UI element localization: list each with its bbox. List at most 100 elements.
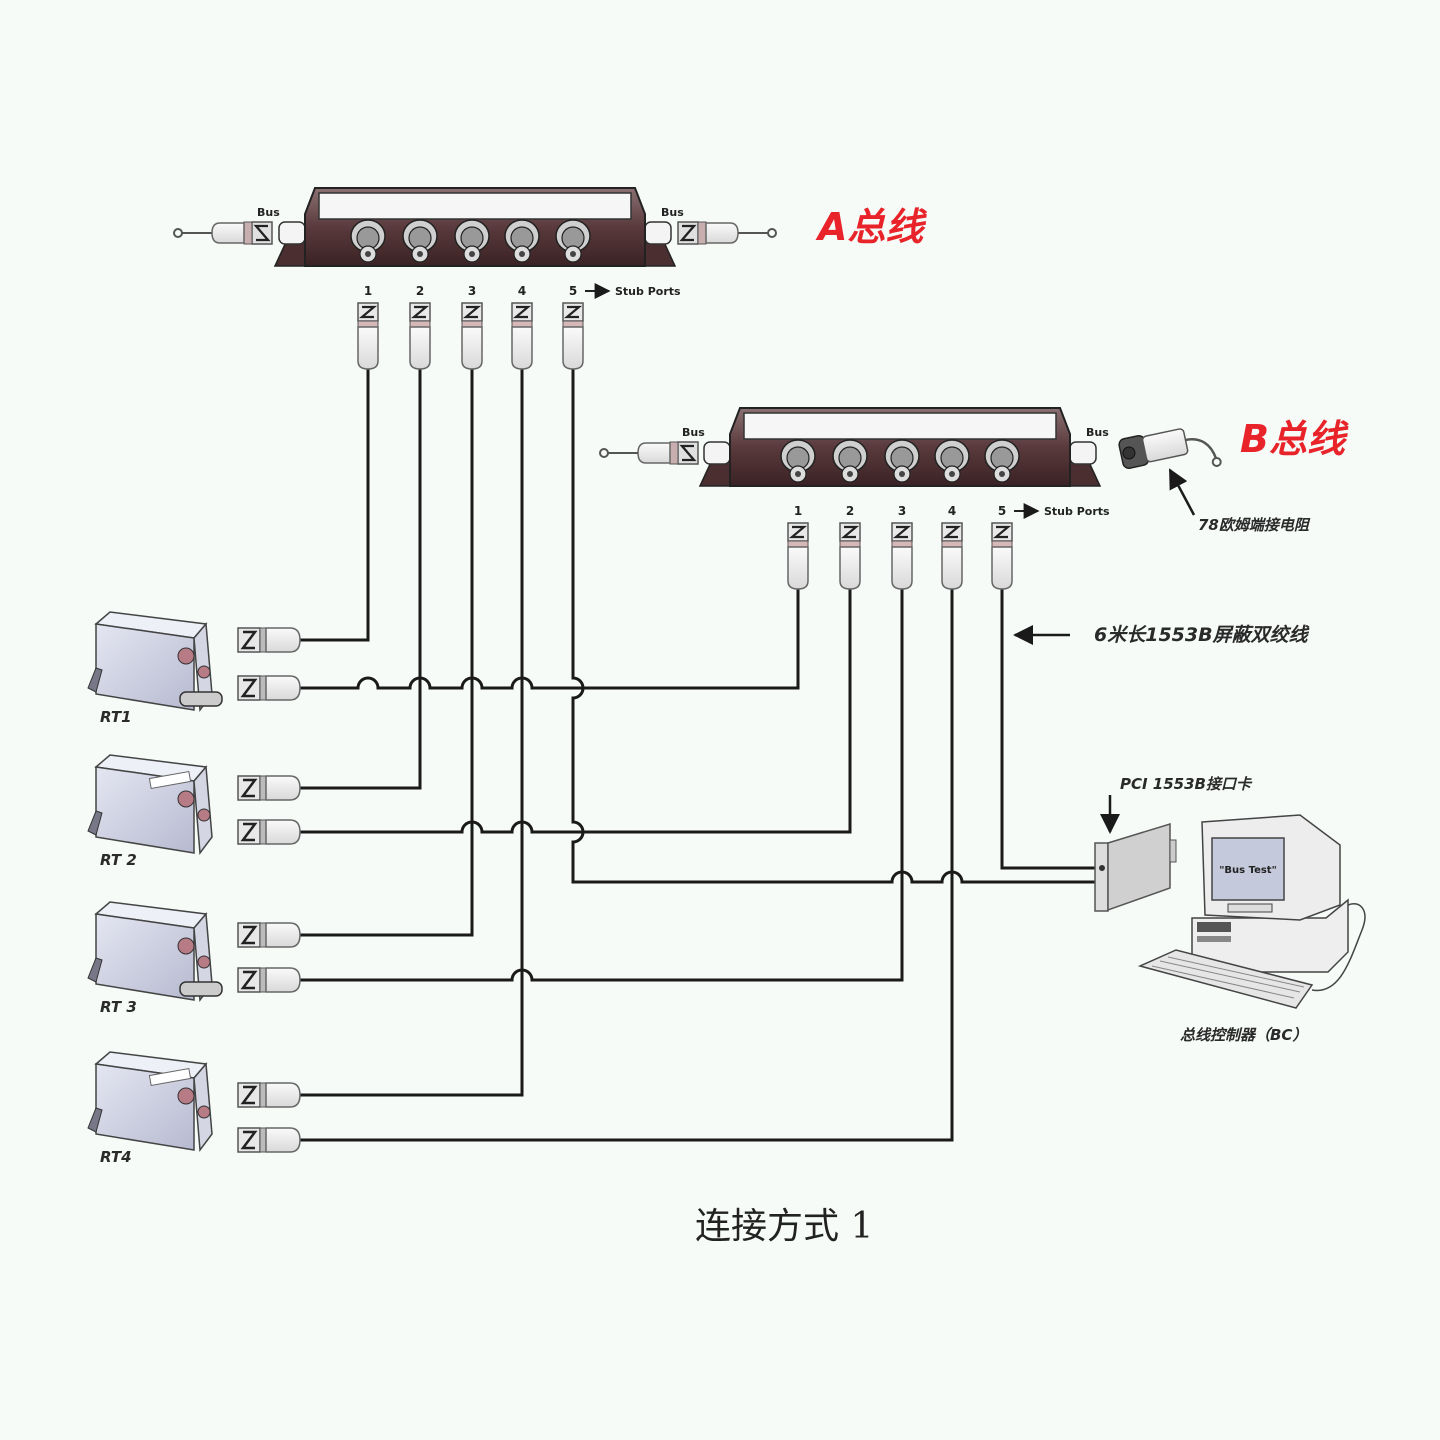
right-bus-label: Bus bbox=[1086, 426, 1109, 439]
wire-b4-rt4 bbox=[300, 581, 954, 1142]
wire-a4-rt4 bbox=[300, 361, 524, 1097]
stub-plug-3-icon bbox=[461, 302, 483, 370]
stub-ports-label: Stub Ports bbox=[1044, 505, 1110, 518]
stub-port-number-4: 4 bbox=[948, 504, 956, 518]
stub-plug-1-icon bbox=[357, 302, 379, 370]
plug-collar bbox=[259, 1127, 267, 1153]
socket-pin bbox=[999, 471, 1005, 477]
plug-collar bbox=[357, 320, 379, 328]
plug-z-mark bbox=[240, 1085, 258, 1105]
plug-z-mark bbox=[240, 630, 258, 650]
wire-b1-rt1 bbox=[300, 581, 800, 690]
stub-plug-1-icon bbox=[787, 522, 809, 590]
rt-connector-a bbox=[177, 1087, 195, 1105]
terminator-label: 78欧姆端接电阻 bbox=[1198, 516, 1311, 534]
plug-collar bbox=[669, 441, 679, 465]
plug-z-mark bbox=[240, 1130, 258, 1150]
plug-body bbox=[265, 819, 301, 845]
plug-body bbox=[787, 546, 809, 590]
socket-pin bbox=[899, 471, 905, 477]
plug-z-mark bbox=[240, 970, 258, 990]
wire-a3-rt3 bbox=[300, 361, 474, 937]
plug-body bbox=[265, 922, 301, 948]
plug-body bbox=[511, 326, 533, 370]
rt-4-bus-a-plug-icon bbox=[237, 1082, 301, 1108]
plug-z-mark bbox=[240, 925, 258, 945]
coupler-port-2-socket-icon bbox=[402, 219, 438, 263]
stub-plug-4-icon bbox=[941, 522, 963, 590]
wire-b3-rt3 bbox=[300, 581, 904, 982]
coupler-left-bus-port bbox=[278, 221, 306, 245]
stub-port-number-3: 3 bbox=[468, 284, 476, 298]
stub-port-number-3: 3 bbox=[898, 504, 906, 518]
rt-connector-b bbox=[197, 665, 211, 679]
rt-1-bus-a-plug-icon bbox=[237, 627, 301, 653]
plug-body bbox=[461, 326, 483, 370]
coupler-port-4-socket-icon bbox=[934, 439, 970, 483]
bus-b-label: B总线 bbox=[1240, 417, 1349, 461]
socket-pin bbox=[949, 471, 955, 477]
coupler-port-1-socket-icon bbox=[350, 219, 386, 263]
plug-collar bbox=[941, 540, 963, 548]
screen-text: "Bus Test" bbox=[1219, 865, 1277, 876]
plug-z-mark bbox=[992, 525, 1012, 539]
left-bus-label: Bus bbox=[682, 426, 705, 439]
plug-z-mark bbox=[240, 822, 258, 842]
coupler-right-bus-port bbox=[1069, 441, 1097, 465]
plug-body bbox=[265, 627, 301, 653]
right-bus-label: Bus bbox=[661, 206, 684, 219]
bus-a-label: A总线 bbox=[815, 205, 927, 249]
left-bus-label: Bus bbox=[257, 206, 280, 219]
rt-display bbox=[148, 771, 192, 789]
stub-plug-4-icon bbox=[511, 302, 533, 370]
terminator-arrow-icon bbox=[1168, 468, 1196, 516]
plug-body bbox=[562, 326, 584, 370]
rt-2-unit-icon bbox=[87, 754, 213, 856]
coupler-port-1-socket-icon bbox=[780, 439, 816, 483]
plug-z-mark bbox=[240, 678, 258, 698]
pci-card-icon bbox=[1094, 822, 1177, 912]
plug-z-mark bbox=[679, 224, 697, 242]
plug-body bbox=[941, 546, 963, 590]
plug-lug bbox=[767, 228, 777, 238]
computer-icon: "Bus Test" bbox=[1137, 814, 1366, 1009]
bus-a-left-terminator-icon bbox=[173, 221, 273, 245]
rt-foot bbox=[87, 810, 103, 836]
plug-body bbox=[211, 222, 245, 244]
plug-collar bbox=[697, 221, 707, 245]
plug-body bbox=[991, 546, 1013, 590]
rt-2-bus-a-plug-icon bbox=[237, 775, 301, 801]
plug-z-mark bbox=[410, 305, 430, 319]
rt-1-bus-b-plug-icon bbox=[237, 675, 301, 701]
stub-ports-label: Stub Ports bbox=[615, 285, 681, 298]
terminator-bnc-face bbox=[1122, 446, 1136, 460]
rt-foot bbox=[87, 957, 103, 983]
plug-z-mark bbox=[679, 444, 697, 462]
cable-note: 6米长1553B屏蔽双绞线 bbox=[1094, 624, 1310, 646]
coupler-port-2-socket-icon bbox=[832, 439, 868, 483]
plug-collar bbox=[259, 675, 267, 701]
terminator-body bbox=[1141, 428, 1189, 463]
stub-port-number-2: 2 bbox=[416, 284, 424, 298]
plug-body bbox=[637, 442, 671, 464]
plug-body bbox=[839, 546, 861, 590]
rt-side bbox=[95, 913, 195, 1001]
rt-connector-a bbox=[177, 790, 195, 808]
plug-body bbox=[265, 1082, 301, 1108]
rt-connector-b bbox=[197, 808, 211, 822]
plug-collar bbox=[259, 775, 267, 801]
plug-collar bbox=[259, 1082, 267, 1108]
plug-z-mark bbox=[512, 305, 532, 319]
plug-collar bbox=[839, 540, 861, 548]
plug-z-mark bbox=[462, 305, 482, 319]
rt-2-bus-b-plug-icon bbox=[237, 819, 301, 845]
plug-body bbox=[265, 675, 301, 701]
plug-collar bbox=[991, 540, 1013, 548]
plug-body bbox=[891, 546, 913, 590]
bus-controller: PCI 1553B接口卡 "Bus Test" bbox=[1094, 775, 1366, 1044]
plug-body bbox=[357, 326, 379, 370]
socket-pin bbox=[365, 251, 371, 257]
plug-body bbox=[705, 222, 739, 244]
